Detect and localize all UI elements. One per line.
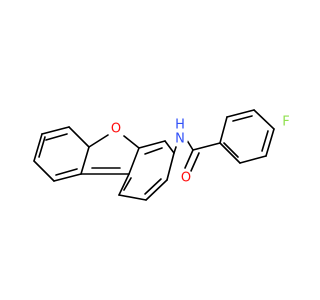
bond — [123, 135, 140, 149]
bond — [80, 146, 90, 175]
amide-nitrogen-label: N H — [172, 118, 188, 147]
furan-oxygen-text: O — [111, 122, 121, 137]
bond — [41, 126, 70, 135]
bond — [265, 128, 275, 157]
atom-labels: O N H O F — [108, 114, 294, 186]
bond — [138, 140, 166, 149]
bond — [68, 126, 90, 148]
molecule-structure: O N H O F — [33, 109, 294, 201]
fluorine-text: F — [282, 115, 289, 130]
bond — [118, 194, 147, 201]
amide-nitrogen-text: N — [175, 132, 185, 147]
bond — [219, 142, 241, 164]
bond — [192, 142, 221, 151]
bond — [33, 133, 43, 162]
bond — [118, 173, 130, 196]
carbonyl-oxygen-label: O — [178, 170, 194, 186]
carbonyl-oxygen-text: O — [181, 171, 191, 186]
bond — [144, 147, 163, 155]
bond — [164, 140, 175, 154]
bond — [184, 149, 194, 169]
bond — [166, 152, 175, 181]
bond — [33, 160, 55, 182]
bond — [53, 173, 82, 182]
bond — [232, 115, 253, 122]
bond — [190, 152, 200, 172]
bond — [223, 142, 239, 158]
bond — [145, 179, 168, 201]
amide-hydrogen-text: H — [175, 118, 185, 133]
bond — [123, 177, 132, 191]
fluorine-label: F — [278, 114, 294, 130]
bond — [173, 146, 177, 154]
bond — [45, 133, 68, 141]
bond — [219, 116, 228, 144]
bond — [88, 134, 109, 148]
furan-oxygen-label: O — [108, 121, 124, 137]
bond — [38, 136, 46, 158]
bond — [226, 109, 255, 118]
bond — [239, 155, 267, 164]
bonds — [33, 109, 275, 201]
bond — [144, 178, 162, 195]
bond — [55, 168, 78, 176]
bond — [253, 109, 275, 130]
bond — [261, 130, 269, 152]
bond — [128, 147, 140, 175]
